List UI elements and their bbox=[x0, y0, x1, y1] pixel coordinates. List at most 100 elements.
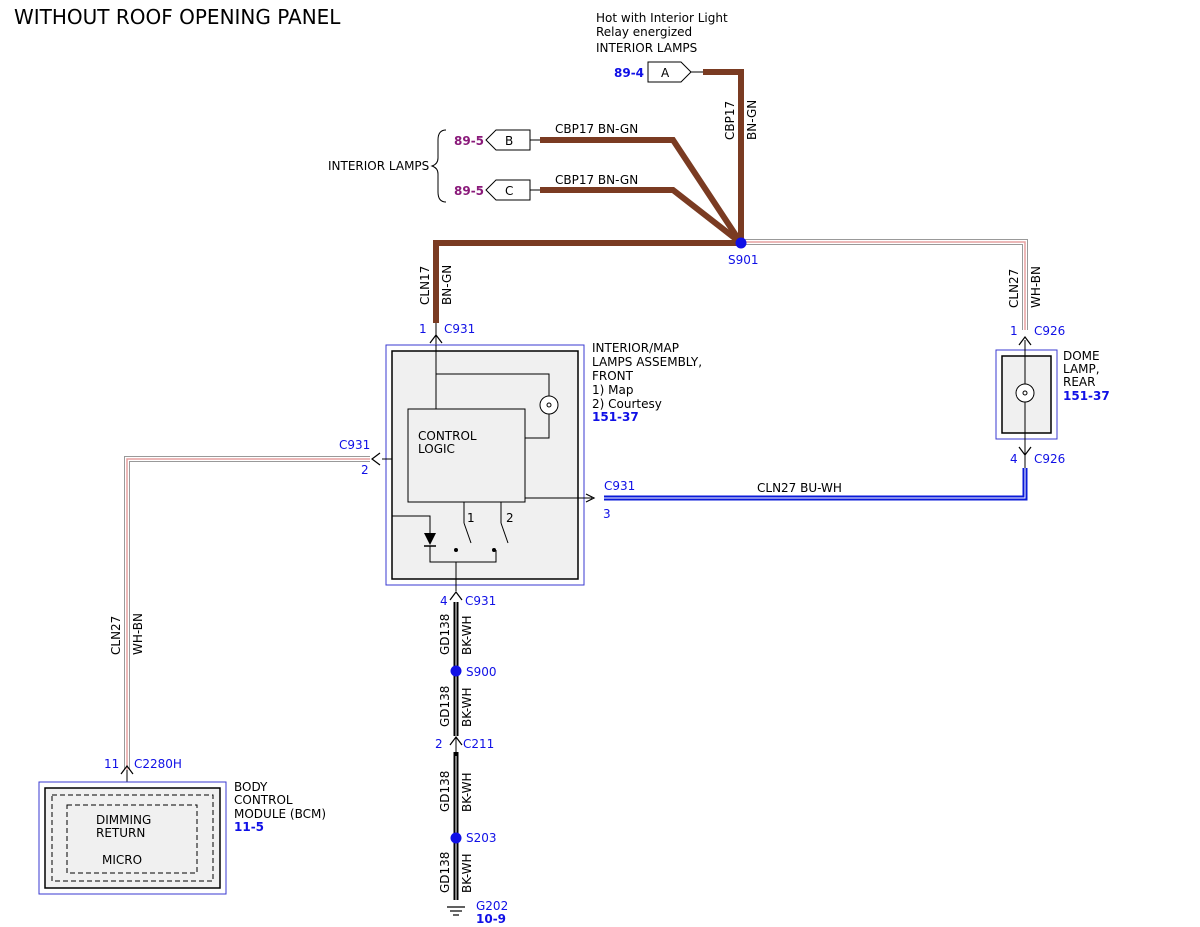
c926-pin4-number: 4 bbox=[1010, 452, 1018, 466]
wire-cbp17-vertical-color: BN-GN bbox=[745, 100, 759, 140]
front-assembly-ref[interactable]: 151-37 bbox=[592, 410, 639, 424]
wire-cln27-bu-wh-label: CLN27 BU-WH bbox=[757, 481, 842, 495]
gd138-3-color: BK-WH bbox=[460, 772, 474, 812]
control-logic-box bbox=[407, 408, 526, 503]
bcm-pin-number: 11 bbox=[104, 757, 119, 771]
wire-cbp17-vertical bbox=[703, 69, 744, 243]
note-hot-line1: Hot with Interior Light bbox=[596, 11, 728, 25]
switch1-blade bbox=[463, 522, 472, 544]
wire-cln27-bu-wh-stripe bbox=[604, 468, 1026, 499]
c931-pin3-number: 3 bbox=[603, 507, 611, 521]
switch2-label: 2 bbox=[506, 511, 514, 525]
wire-cln27-left-circuit: CLN27 bbox=[109, 616, 123, 655]
bcm-line1: BODY bbox=[234, 780, 268, 794]
c926-pin1-arrow bbox=[1018, 336, 1032, 346]
diode-icon bbox=[424, 533, 436, 545]
control-logic-line1: CONTROL bbox=[418, 429, 477, 443]
c931-pin4-arrow bbox=[449, 591, 463, 601]
switch1-label: 1 bbox=[467, 511, 475, 525]
assembly-lamp-feed bbox=[436, 373, 550, 396]
c931-pin3-arrow bbox=[585, 493, 596, 503]
ground-icon bbox=[447, 906, 465, 916]
front-assembly-line4: 1) Map bbox=[592, 383, 633, 397]
note-interior-lamps: INTERIOR LAMPS bbox=[596, 41, 697, 55]
ground-ref[interactable]: 10-9 bbox=[476, 912, 506, 926]
bcm-connector[interactable]: C2280H bbox=[134, 757, 182, 771]
c926-pin1-conn[interactable]: C926 bbox=[1034, 324, 1065, 338]
gd138-1-color: BK-WH bbox=[460, 615, 474, 655]
dome-bulb-filament-icon bbox=[1022, 390, 1028, 396]
front-bulb-icon bbox=[539, 395, 559, 415]
switch1-contact bbox=[454, 548, 458, 552]
note-hot-line2: Relay energized bbox=[596, 25, 692, 39]
bcm-micro-box bbox=[51, 794, 214, 882]
wire-cln27-right-color: WH-BN bbox=[1029, 266, 1043, 308]
c931-pin4-conn[interactable]: C931 bbox=[465, 594, 496, 608]
gd138-4-color: BK-WH bbox=[460, 853, 474, 893]
bcm-line3: MODULE (BCM) bbox=[234, 807, 326, 821]
dome-lamp-line2: LAMP, bbox=[1063, 362, 1100, 376]
wire-cbp17-b-label: CBP17 BN-GN bbox=[555, 122, 638, 136]
bcm-dimming-box bbox=[66, 804, 198, 874]
ground-label: G202 bbox=[476, 899, 508, 913]
c931-pin2-conn[interactable]: C931 bbox=[339, 438, 370, 452]
wire-cln27-left bbox=[124, 456, 370, 770]
bcm-ref[interactable]: 11-5 bbox=[234, 820, 264, 834]
switch2-blade bbox=[500, 522, 509, 544]
group-brace bbox=[430, 129, 447, 203]
connector-a-shape bbox=[647, 61, 692, 83]
wire-cbp17-c bbox=[540, 187, 743, 246]
gd138-1-circuit: GD138 bbox=[438, 614, 452, 655]
wire-cbp17-vertical-circuit: CBP17 bbox=[723, 101, 737, 140]
connector-b-pin: B bbox=[505, 134, 513, 148]
dome-lamp-line3: REAR bbox=[1063, 375, 1095, 389]
assembly-lamp-return bbox=[525, 414, 550, 439]
splice-s203-dot bbox=[450, 832, 462, 844]
c931-pin1-number: 1 bbox=[419, 322, 427, 336]
ref-89-5-b[interactable]: 89-5 bbox=[454, 134, 484, 148]
connector-a-pin: A bbox=[661, 66, 670, 80]
bcm-dimming-line1: DIMMING bbox=[96, 813, 151, 827]
wire-cln27-left-color: WH-BN bbox=[131, 613, 145, 655]
dome-lamp-ref[interactable]: 151-37 bbox=[1063, 389, 1110, 403]
wire-cln17-circuit: CLN17 bbox=[418, 266, 432, 305]
switch-bus bbox=[429, 546, 497, 563]
diagram-title: WITHOUT ROOF OPENING PANEL bbox=[14, 5, 341, 29]
ref-89-5-c[interactable]: 89-5 bbox=[454, 184, 484, 198]
c211-conn[interactable]: C211 bbox=[463, 737, 494, 751]
wire-cln17 bbox=[433, 240, 741, 323]
splice-s900-dot bbox=[450, 665, 462, 677]
front-assembly-line3: FRONT bbox=[592, 369, 634, 383]
wire-cln17-color: BN-GN bbox=[440, 265, 454, 305]
c926-pin4-conn[interactable]: C926 bbox=[1034, 452, 1065, 466]
bcm-dimming-line2: RETURN bbox=[96, 826, 145, 840]
c931-pin1-conn[interactable]: C931 bbox=[444, 322, 475, 336]
bcm-line2: CONTROL bbox=[234, 793, 293, 807]
c211-pin-number: 2 bbox=[435, 737, 443, 751]
connector-c-pin: C bbox=[505, 184, 513, 198]
gd138-3-circuit: GD138 bbox=[438, 771, 452, 812]
gd138-4-circuit: GD138 bbox=[438, 852, 452, 893]
ref-89-4[interactable]: 89-4 bbox=[614, 66, 644, 80]
gd138-2-color: BK-WH bbox=[460, 687, 474, 727]
switch2-contact bbox=[492, 548, 496, 552]
wire-cln27-right-circuit: CLN27 bbox=[1007, 269, 1021, 308]
c931-pin2-number: 2 bbox=[361, 463, 369, 477]
bcm-pin-arrow bbox=[120, 765, 134, 775]
c931-pin3-conn[interactable]: C931 bbox=[604, 479, 635, 493]
group-label-interior-lamps: INTERIOR LAMPS bbox=[328, 159, 429, 173]
front-bulb-filament-icon bbox=[546, 402, 552, 408]
splice-s900-label: S900 bbox=[466, 665, 497, 679]
dome-lamp-line1: DOME bbox=[1063, 349, 1100, 363]
dome-bulb-icon bbox=[1015, 383, 1035, 403]
wire-cbp17-b bbox=[540, 137, 744, 245]
diode-feed bbox=[392, 515, 431, 533]
c931-pin4-number: 4 bbox=[440, 594, 448, 608]
front-assembly-line2: LAMPS ASSEMBLY, bbox=[592, 355, 702, 369]
splice-s901-dot bbox=[735, 237, 747, 249]
c926-pin1-number: 1 bbox=[1010, 324, 1018, 338]
c931-pin2-arrow bbox=[371, 452, 381, 466]
wire-cln27-right bbox=[741, 239, 1028, 330]
front-assembly-line5: 2) Courtesy bbox=[592, 397, 662, 411]
